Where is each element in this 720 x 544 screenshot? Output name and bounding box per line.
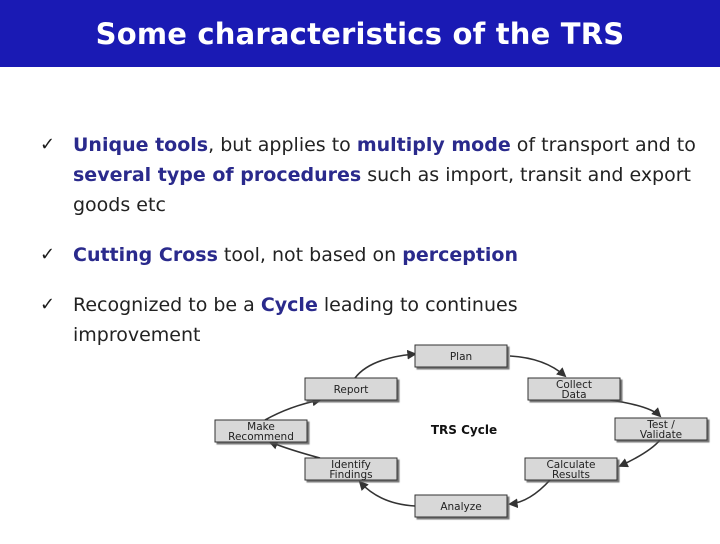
cycle-arrow bbox=[508, 479, 551, 509]
cycle-step-label: Validate bbox=[640, 429, 682, 441]
cycle-arrow bbox=[264, 396, 322, 421]
cycle-step-label: Calculate bbox=[546, 459, 595, 471]
cycle-step-rect bbox=[614, 417, 708, 441]
bullet-text: Recognized to be a Cycle leading to cont… bbox=[73, 290, 593, 350]
bullet-text: Cutting Cross tool, not based on percept… bbox=[73, 244, 518, 266]
cycle-step-box: Test /Validate bbox=[614, 417, 708, 441]
cycle-step-label: Data bbox=[561, 389, 586, 401]
text-highlight: Cycle bbox=[260, 294, 318, 316]
cycle-center-label: TRS Cycle bbox=[431, 423, 497, 437]
text-highlight: Unique tools bbox=[73, 134, 209, 156]
checkmark-icon: ✓ bbox=[40, 134, 56, 155]
checkmark-icon: ✓ bbox=[40, 244, 56, 265]
bullet-item: ✓ Unique tools, but applies to multiply … bbox=[40, 130, 700, 220]
title-bar: Some characteristics of the TRS bbox=[0, 0, 720, 67]
bullet-item: ✓ Cutting Cross tool, not based on perce… bbox=[40, 240, 700, 270]
cycle-step-rect bbox=[214, 419, 308, 443]
cycle-step-rect bbox=[304, 457, 398, 481]
cycle-step-rect bbox=[414, 344, 508, 368]
cycle-step-label: Identify bbox=[331, 459, 371, 471]
cycle-arrow bbox=[618, 439, 661, 468]
cycle-arrow bbox=[609, 399, 662, 418]
text-plain: , but applies to bbox=[208, 134, 357, 156]
text-highlight: perception bbox=[402, 244, 519, 266]
cycle-step-label: Recommend bbox=[228, 431, 294, 443]
text-plain: Recognized to be a bbox=[73, 294, 261, 316]
cycle-step-rect bbox=[524, 457, 618, 481]
bullet-list: ✓ Unique tools, but applies to multiply … bbox=[40, 130, 700, 350]
text-highlight: Cutting Cross bbox=[73, 244, 218, 266]
checkmark-icon: ✓ bbox=[40, 294, 56, 315]
cycle-step-label: Results bbox=[552, 469, 590, 481]
cycle-step-rect bbox=[527, 377, 621, 401]
bullet-text: Unique tools, but applies to multiply mo… bbox=[73, 134, 696, 216]
cycle-arrow bbox=[268, 440, 321, 459]
cycle-step-label: Make bbox=[247, 421, 275, 433]
cycle-step-label: Test / bbox=[646, 419, 675, 431]
cycle-step-box: Plan bbox=[414, 344, 508, 368]
cycle-arrows bbox=[264, 349, 662, 509]
cycle-step-label: Report bbox=[334, 384, 369, 396]
text-plain: of transport and to bbox=[510, 134, 696, 156]
cycle-step-rect bbox=[414, 494, 508, 518]
cycle-step-label: Analyze bbox=[440, 501, 481, 513]
cycle-step-box: Analyze bbox=[414, 494, 508, 518]
cycle-step-rect bbox=[304, 377, 398, 401]
bullet-item: ✓ Recognized to be a Cycle leading to co… bbox=[40, 290, 700, 350]
cycle-arrow bbox=[358, 480, 416, 507]
text-plain: tool, not based on bbox=[217, 244, 403, 266]
text-highlight: several type of procedures bbox=[73, 164, 362, 186]
text-highlight: multiply mode bbox=[356, 134, 511, 156]
cycle-arrow bbox=[354, 349, 417, 379]
text-plain: leading to continues improvement bbox=[73, 294, 518, 346]
cycle-step-box: Report bbox=[304, 377, 398, 401]
slide-title: Some characteristics of the TRS bbox=[95, 16, 625, 51]
cycle-step-label: Findings bbox=[329, 469, 372, 481]
cycle-step-label: Plan bbox=[450, 351, 472, 363]
cycle-step-label: Collect bbox=[556, 379, 592, 391]
text-plain: such as import, transit and export goods… bbox=[73, 164, 692, 216]
cycle-arrow bbox=[509, 355, 567, 378]
